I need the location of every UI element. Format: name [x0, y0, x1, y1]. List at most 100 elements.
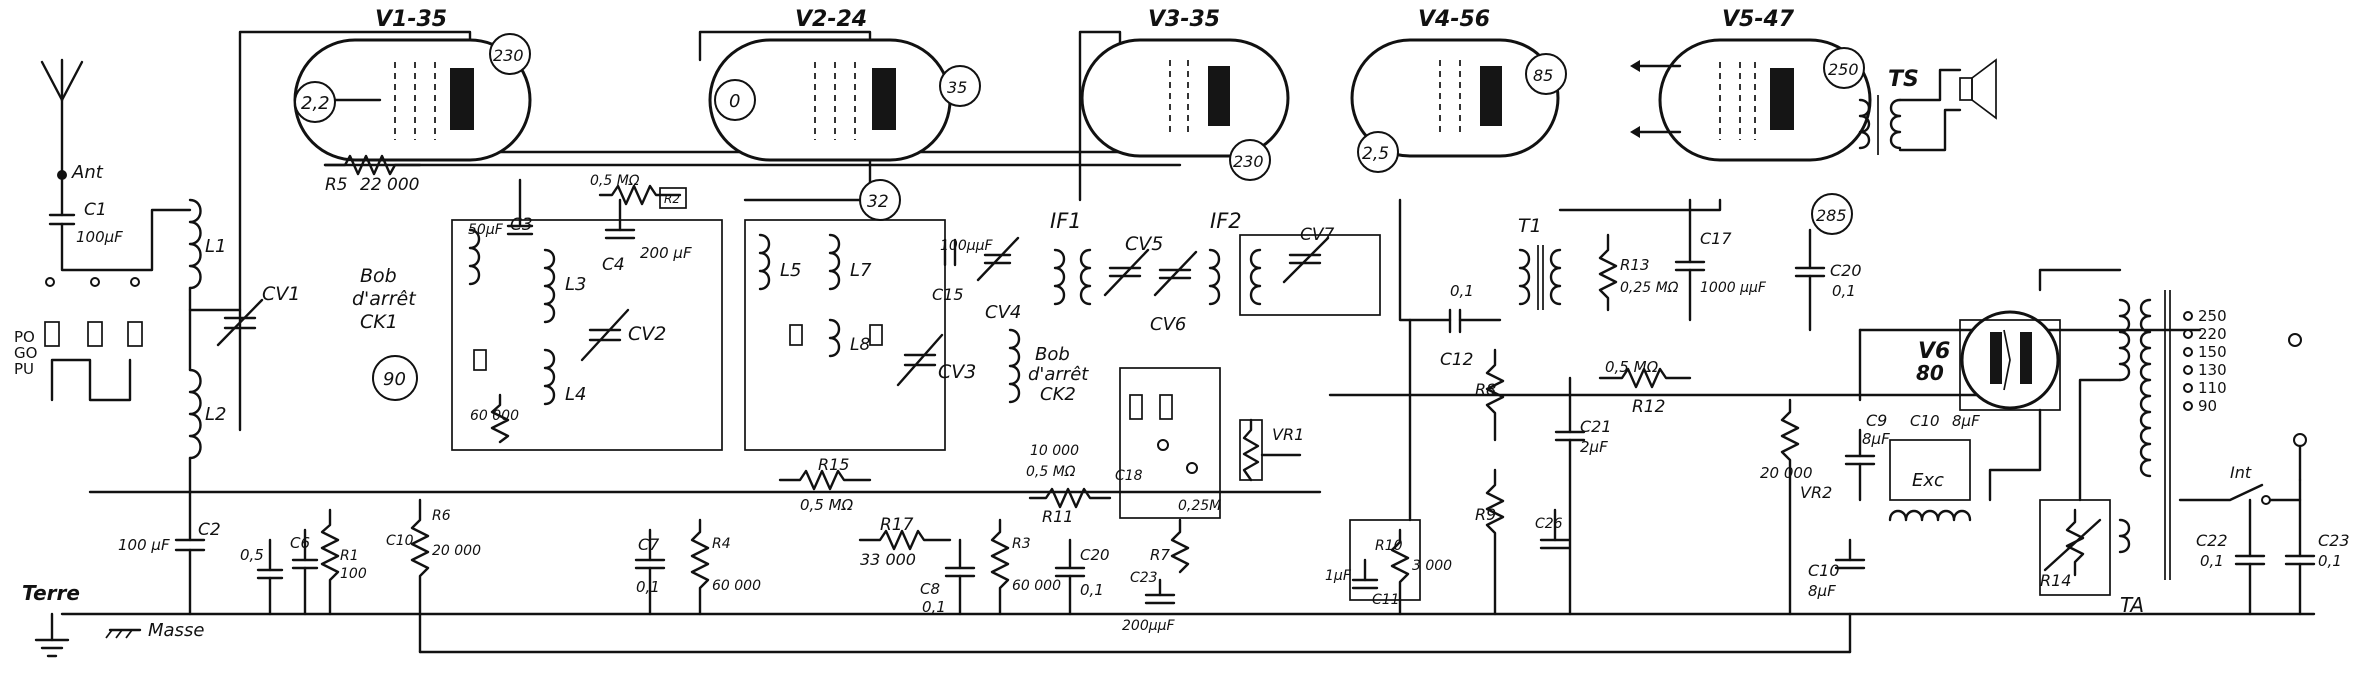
- tp-285: 285: [1816, 206, 1847, 225]
- switch-po: PO: [14, 328, 35, 346]
- cv6-label: CV6: [1150, 314, 1186, 335]
- resistor-r11: [1028, 487, 1112, 509]
- l1-label: L1: [205, 236, 226, 257]
- vr2-label: VR2: [1800, 483, 1832, 502]
- c10-value-top: 8μF: [1952, 412, 1980, 430]
- capacitor-c17: [1674, 198, 1706, 322]
- c9-label: C9: [1866, 411, 1887, 430]
- coil-l2: [188, 368, 202, 460]
- ta-primary: [2139, 298, 2152, 478]
- exc-label: Exc: [1912, 470, 1944, 491]
- resistor-r10: [1390, 528, 1410, 616]
- exc-frame: [1889, 439, 1971, 501]
- c23b-label: C23: [1130, 570, 1158, 586]
- l8-label: L8: [850, 335, 870, 355]
- c17-label: C17: [1700, 229, 1732, 248]
- ck2-label-3: CK2: [1040, 384, 1076, 405]
- v2-volt-circle: [714, 79, 756, 121]
- capacitor-c26: [1539, 508, 1571, 550]
- capacitor-c21: [1554, 376, 1586, 616]
- tp-90-circle: [372, 355, 418, 401]
- v6-frame: [1959, 319, 2061, 411]
- r3-label: R3: [1012, 536, 1031, 552]
- capacitor-c3: [506, 178, 534, 236]
- tp-32: 32: [867, 192, 889, 212]
- capacitor-c11: [1351, 558, 1379, 590]
- c1-label: C1: [84, 200, 107, 220]
- c20b-value: 0,1: [1080, 581, 1104, 599]
- c22-label: C22: [2196, 531, 2228, 550]
- potentiometer-vr1: [1242, 418, 1260, 482]
- v5-label: V5-47: [1722, 7, 1795, 32]
- ck1-label-3: CK1: [360, 311, 398, 333]
- c4-label: C4: [602, 255, 625, 275]
- switch-3: [127, 321, 143, 347]
- variable-capacitor-cv1: [216, 298, 264, 347]
- r10-value: 3 000: [1412, 558, 1452, 574]
- capacitor-c9: [1844, 428, 1876, 502]
- voltage-taps: [2183, 311, 2193, 411]
- l3-label: L3: [565, 274, 586, 295]
- if1-label: IF1: [1050, 209, 1082, 233]
- variable-capacitor-cv4: [976, 236, 1020, 282]
- r3-value: 60 000: [1012, 578, 1061, 594]
- coil-l8: [828, 318, 841, 358]
- t1-label: T1: [1518, 215, 1542, 237]
- tap-130: 130: [2198, 361, 2227, 379]
- r2-label: R2: [664, 192, 680, 206]
- v4-cathode-frame: [1349, 519, 1421, 601]
- r14-frame: [2039, 499, 2111, 596]
- ts-to-speaker: [1898, 68, 1962, 102]
- r13-value: 0,25 MΩ: [1620, 280, 1679, 296]
- v4-volt-circle: [1357, 131, 1399, 173]
- r11-label: R11: [1042, 507, 1073, 526]
- r5-value: 22 000: [360, 175, 419, 195]
- c3-value: 50μF: [468, 222, 504, 238]
- ts-primary: [1858, 98, 1871, 150]
- r9-label: R9: [1475, 505, 1496, 524]
- det-switch-1: [1129, 394, 1143, 420]
- v4-grid-wire: [1398, 198, 1452, 322]
- resistor-r4: [690, 518, 710, 616]
- potentiometer-vr2: [1780, 398, 1800, 616]
- variable-capacitor-cv2: [580, 308, 630, 362]
- int-to-plug: [2268, 478, 2302, 502]
- cv4-label: CV4: [985, 302, 1021, 323]
- r15-label: R15: [818, 455, 849, 474]
- switch-rf-1: [789, 324, 803, 346]
- r5-label: R5: [325, 175, 348, 195]
- variable-capacitor-cv6: [1153, 250, 1198, 297]
- vr1-label: VR1: [1272, 425, 1304, 444]
- c7-value: 0,1: [636, 578, 660, 596]
- tap-110: 110: [2198, 379, 2227, 397]
- capacitor-c22: [2234, 498, 2266, 616]
- v6-sub: 80: [1916, 361, 1944, 385]
- c18-label: C18: [1115, 468, 1143, 484]
- c20-value: 0,1: [1832, 282, 1856, 300]
- tap-220: 220: [2198, 325, 2227, 343]
- v1-volt-circle: [294, 81, 336, 123]
- coil-l5: [758, 233, 771, 291]
- ta-to-r14: [2078, 378, 2122, 502]
- c23b-value: 200μμF: [1122, 618, 1176, 634]
- c10-label-3: C10: [1808, 561, 1840, 580]
- c22-value: 0,1: [2200, 552, 2224, 570]
- c11-value: 1μF: [1325, 568, 1352, 584]
- capacitor-c4: [604, 198, 636, 240]
- capacitor-c1: [48, 213, 76, 226]
- r14-arrow: [2043, 518, 2102, 572]
- coil-l4: [543, 348, 556, 406]
- tp-285-circle: [1811, 193, 1853, 235]
- capacitor-c23: [2284, 498, 2316, 616]
- chassis-ground-icon: [105, 628, 142, 639]
- c20-label: C20: [1830, 261, 1862, 280]
- c10-label-2: C10: [1910, 412, 1940, 430]
- capacitor-c12: [1448, 308, 1462, 334]
- tube-v2: [708, 38, 952, 162]
- if1-coil-secondary: [1079, 248, 1092, 306]
- v3-label: V3-35: [1148, 7, 1220, 32]
- r17-value: 33 000: [860, 550, 916, 569]
- resistor-r13: [1598, 233, 1618, 312]
- t1-primary: [1518, 248, 1531, 306]
- ant-label: Ant: [71, 162, 104, 183]
